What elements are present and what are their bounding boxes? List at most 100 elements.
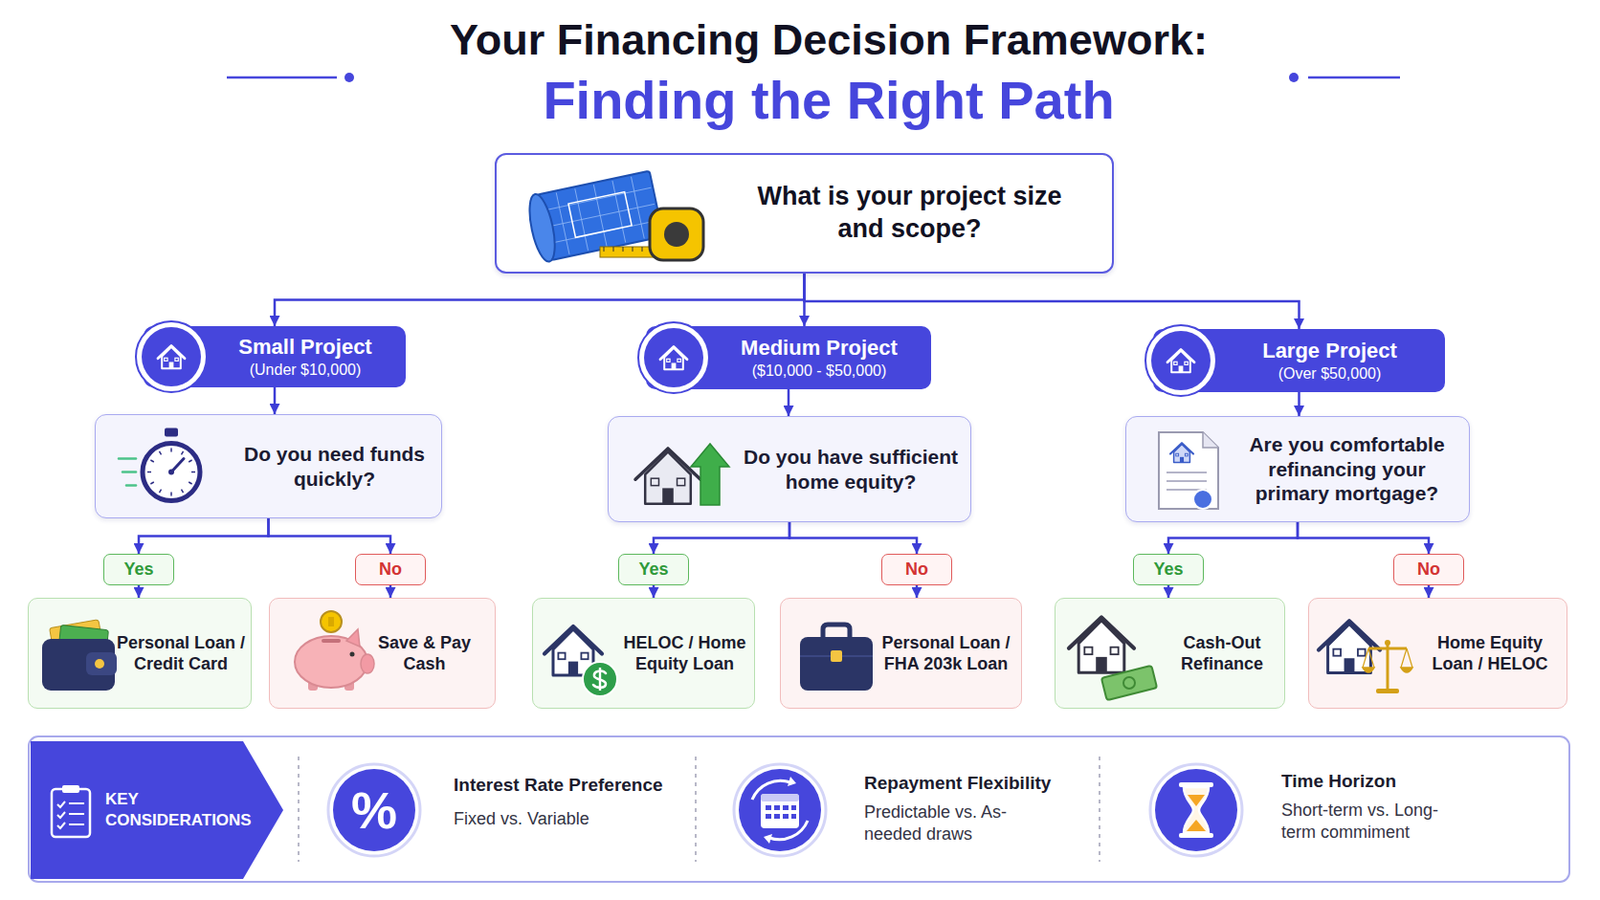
clipboard-check (57, 801, 66, 808)
clipboard-line (68, 802, 85, 805)
cycle-arrow (769, 821, 808, 841)
cycle-arrow (752, 780, 791, 800)
wallet-flap (86, 652, 117, 676)
separator-line (297, 756, 300, 863)
flow-connector (137, 585, 141, 599)
node-text: Yes (106, 559, 172, 580)
house-door (1095, 657, 1108, 673)
house-window (1333, 649, 1341, 657)
house-window (580, 653, 588, 661)
key-icon (30, 741, 284, 880)
text-group: HELOC / Home Equity Loan (621, 632, 749, 676)
decision-box: Are you comfortable refinancing your pri… (1125, 416, 1470, 523)
flow-connector (274, 273, 805, 327)
house-roof (635, 448, 701, 480)
flow-connector (653, 522, 790, 555)
result-box: Personal Loan / FHA 203k Loan (779, 598, 1023, 710)
wallet-clasp (94, 659, 105, 669)
text-group: No (884, 559, 950, 580)
document-line (1166, 471, 1207, 474)
icon-circle (141, 327, 201, 387)
speed-line (122, 470, 136, 474)
tape-tick (622, 246, 624, 252)
flow-connector (1297, 522, 1429, 555)
icon-ring (135, 321, 207, 393)
text-group: Yes (621, 559, 687, 580)
house-door (671, 362, 677, 370)
tape-hub (664, 222, 689, 247)
node-text: Yes (621, 559, 687, 580)
house-door (1344, 658, 1356, 673)
house-door (1179, 457, 1184, 464)
piggy-icon (269, 599, 495, 709)
stopwatch-icon (95, 415, 442, 518)
text-group: Cash-Out Refinance (1165, 632, 1279, 676)
document-fold (1202, 432, 1219, 448)
stopwatch-tick (150, 482, 154, 485)
ornament-line (1308, 76, 1400, 80)
stopwatch-tick (170, 448, 173, 453)
house-window (1111, 647, 1119, 655)
house-roof (1170, 443, 1194, 454)
house-window (164, 357, 168, 361)
text-group: Home Equity Loan / HELOC (1419, 632, 1561, 676)
node-text: Cash-Out Refinance (1165, 632, 1279, 676)
house-door (169, 361, 175, 369)
no-tag: No (881, 554, 953, 586)
text-group: Do you have sufficient home equity? (742, 444, 959, 494)
node-text: Yes (1135, 559, 1201, 580)
stopwatch-tick (188, 460, 192, 463)
text-group: Save & Pay Cash (373, 632, 476, 676)
icon-ring (328, 764, 421, 857)
house-door (1178, 365, 1184, 373)
consideration-heading: Time Horizon (1281, 771, 1397, 793)
consideration-heading: Repayment Flexibility (864, 773, 1051, 795)
node-text: HELOC / Home Equity Loan (621, 632, 749, 676)
subtitle: Finding the Right Path (542, 68, 1114, 132)
scale-top (1384, 640, 1391, 646)
cycle-arrowhead (763, 834, 773, 845)
icon-circle (333, 769, 416, 852)
house-roof (1068, 617, 1134, 648)
project-box: Small Project(Under $10,000) (143, 326, 406, 388)
node-text: Do you have sufficient home equity? (742, 444, 959, 494)
icon-circle (644, 328, 704, 388)
result-box: Personal Loan / Credit Card (27, 598, 252, 710)
stopwatch-tick (150, 460, 154, 463)
flow-connector (804, 273, 1300, 330)
node-text: KEY CONSIDERATIONS (105, 789, 270, 832)
node-text: No (884, 559, 950, 580)
coin-mark (328, 617, 334, 627)
no-tag: No (1393, 554, 1465, 586)
title: Your Financing Decision Framework: (449, 15, 1208, 66)
houseArrow-icon (608, 417, 971, 522)
stopwatch-tick (191, 471, 196, 474)
briefcase-handle (822, 624, 850, 640)
node-text: Personal Loan / Credit Card (114, 632, 247, 676)
node-text: Home Equity Loan / HELOC (1419, 632, 1561, 676)
text-group: Are you comfortable refinancing your pri… (1236, 432, 1458, 507)
stopwatch-button (164, 428, 178, 438)
stopwatch-face (142, 444, 200, 502)
node-text: Save & Pay Cash (373, 632, 476, 676)
pig-ear (346, 629, 360, 647)
text-group: Yes (106, 559, 172, 580)
panel-separators (298, 756, 1100, 863)
house-roof (1318, 621, 1380, 650)
icon-circle (1151, 331, 1211, 391)
house-window (650, 478, 659, 486)
stopwatch-tick (170, 492, 173, 497)
node-subtext: (Under $10,000) (212, 360, 399, 379)
banknote (1101, 666, 1157, 701)
pig-snout (360, 654, 375, 674)
flow-connector (1297, 392, 1301, 417)
percent-symbol: % (351, 784, 398, 837)
document-seal (1193, 489, 1213, 510)
yes-tag: Yes (1133, 554, 1204, 586)
flow-connector (1167, 585, 1171, 599)
flow-connector (652, 585, 656, 599)
result-box: Cash-Out Refinance (1054, 598, 1286, 710)
scale-strings (1362, 648, 1413, 668)
ornament-dot (344, 72, 355, 83)
node-text: Do you need funds quickly? (239, 442, 430, 491)
